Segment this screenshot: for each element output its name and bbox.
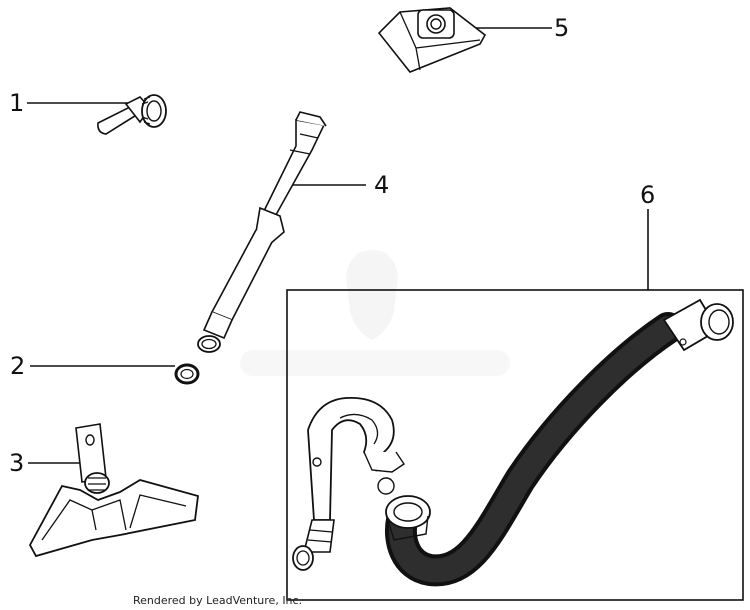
part-3-floor-nozzle[interactable] [28,423,199,558]
callout-6-label[interactable]: 6 [640,181,656,209]
part-5-dust-bag[interactable] [377,7,552,73]
callout-5-label[interactable]: 5 [554,14,570,42]
leadventure-shield-watermark [240,250,510,376]
callout-2-label[interactable]: 2 [10,352,26,380]
part-6-hose-with-handle-assembly[interactable] [286,209,744,601]
part-1-crevice-tool[interactable] [27,94,167,135]
callout-3-label[interactable]: 3 [9,449,25,477]
part-4-extension-wand[interactable] [197,111,366,353]
callout-1-label[interactable]: 1 [9,89,25,117]
callout-4-label[interactable]: 4 [374,171,390,199]
render-credit: Rendered by LeadVenture, Inc. [133,594,303,607]
part-2-o-ring-seal[interactable] [30,363,200,385]
